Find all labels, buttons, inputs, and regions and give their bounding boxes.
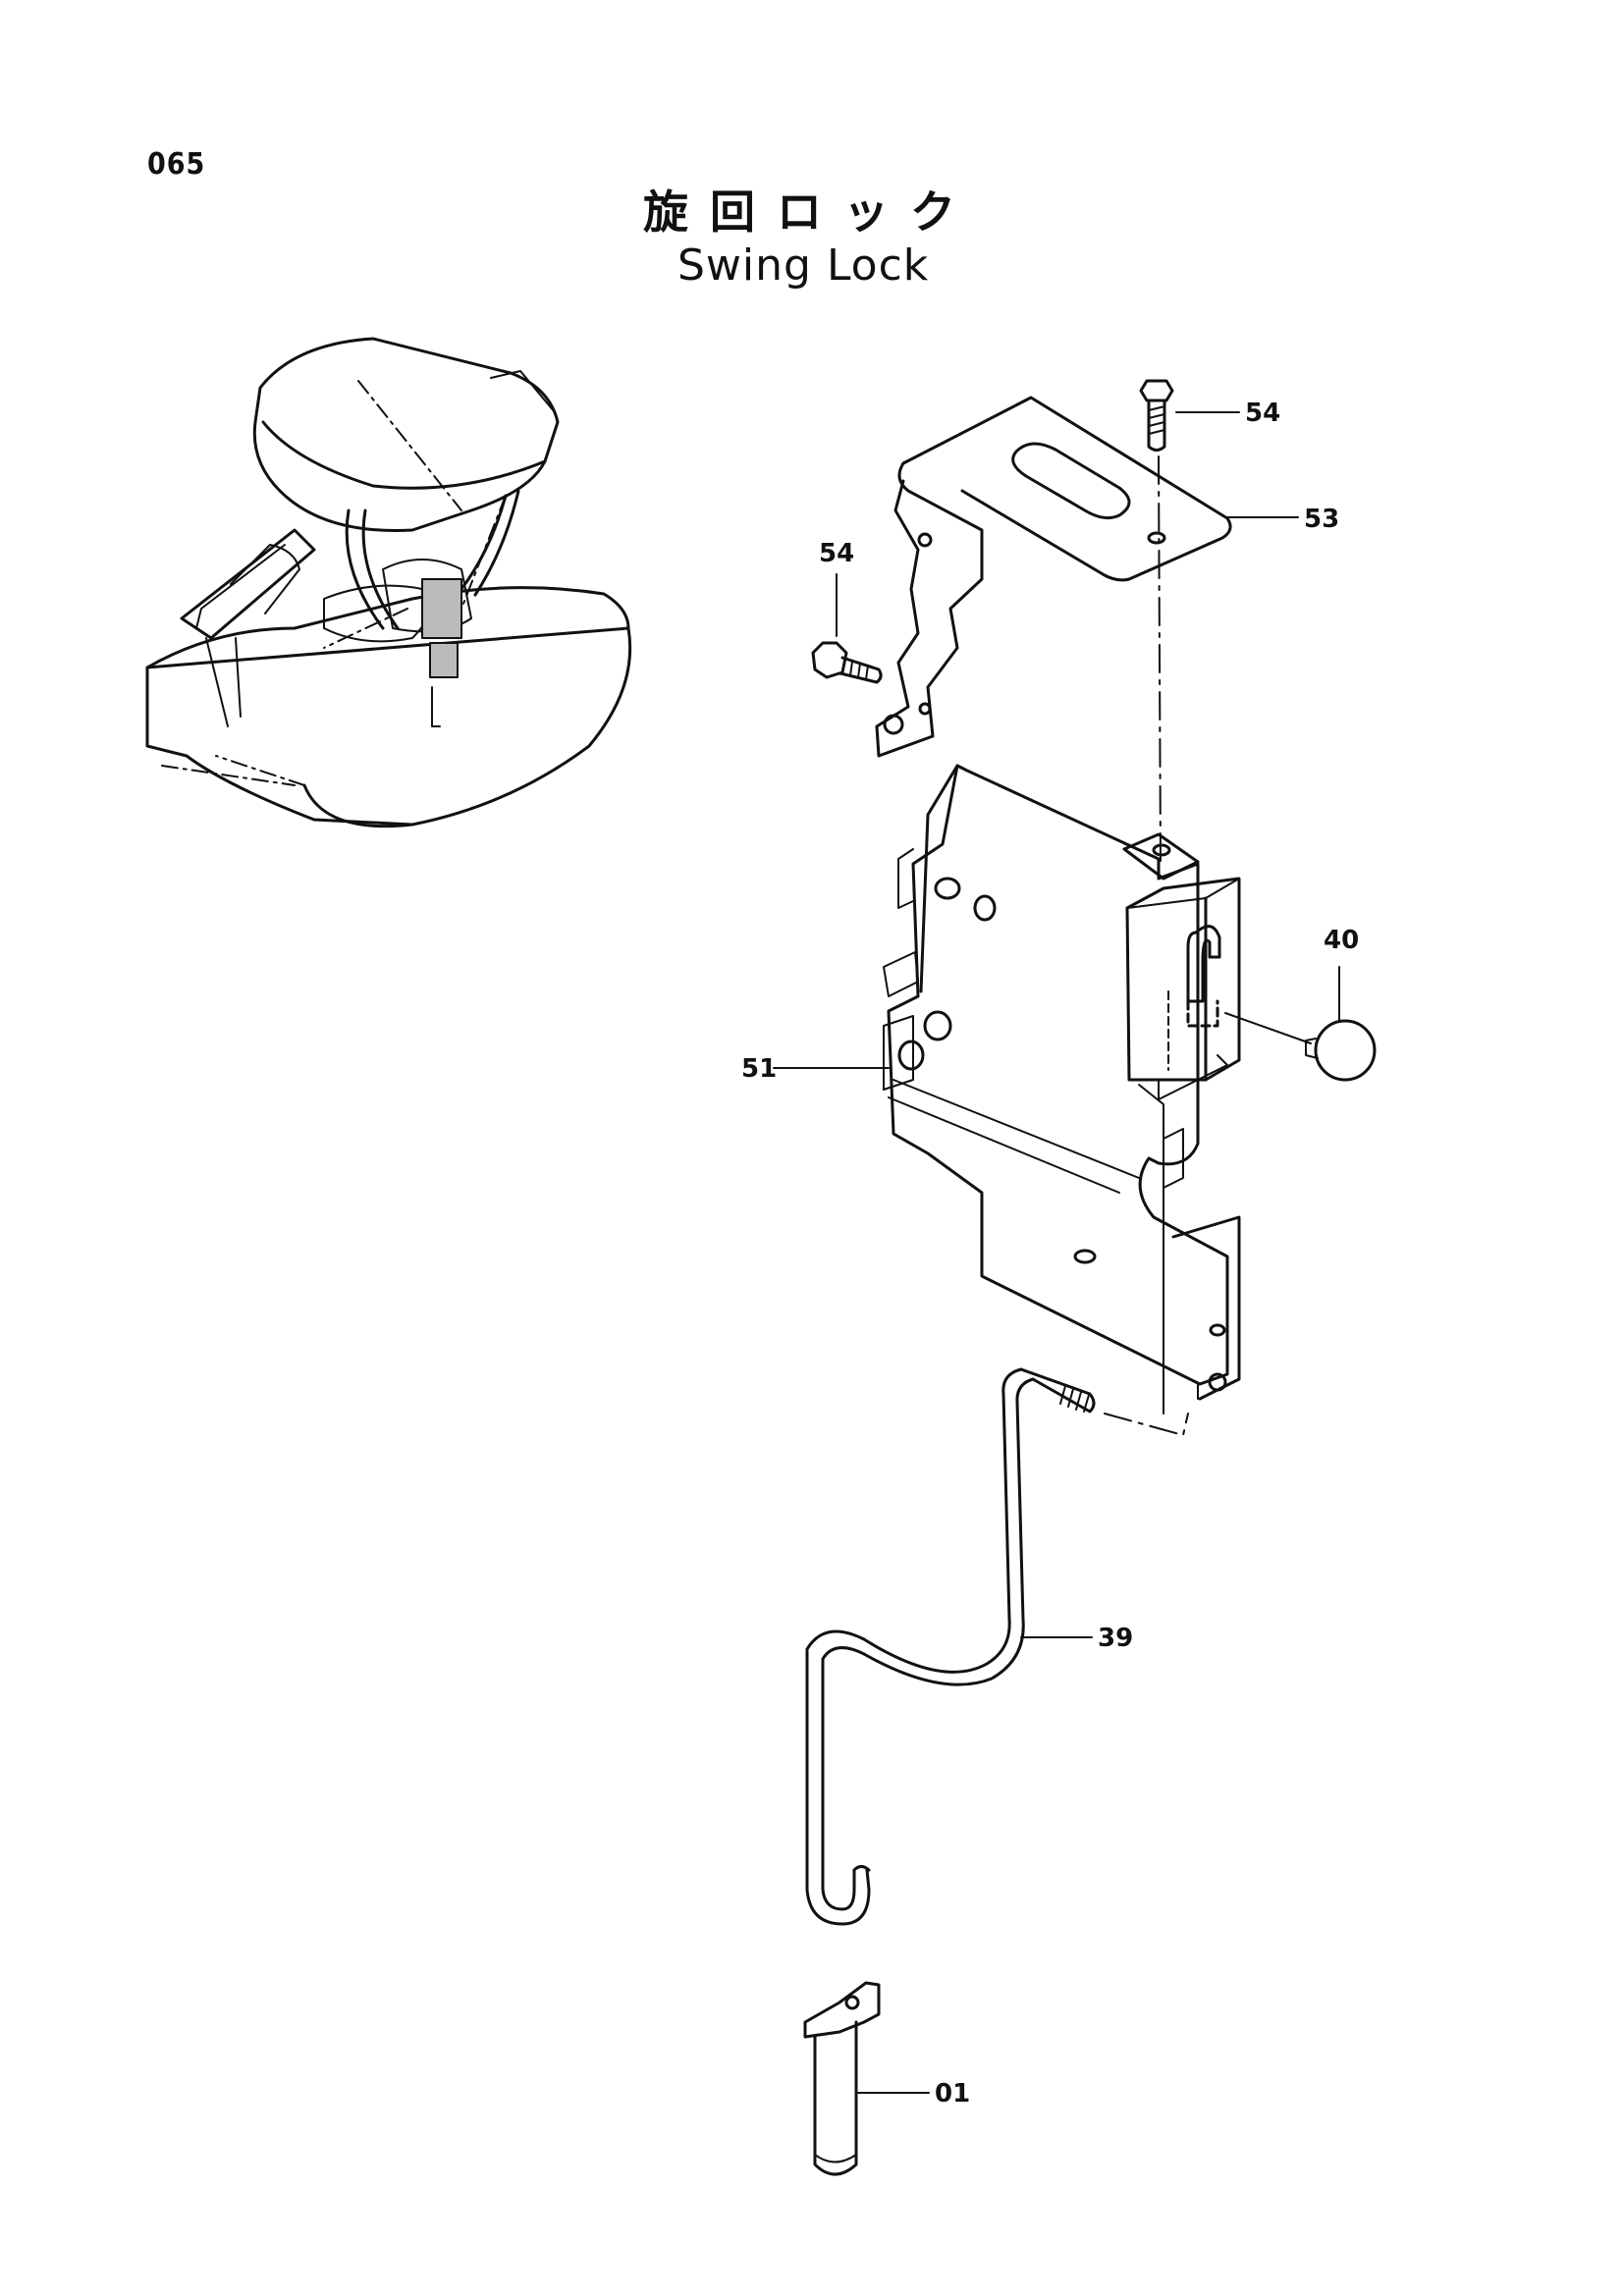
page-number: 065: [147, 147, 206, 182]
part-39-lock-rod: [805, 1367, 1096, 1926]
part-54-bolt-top: [1139, 379, 1174, 452]
part-54-bolt-left: [811, 641, 883, 684]
main-bracket-plate: [883, 764, 1241, 1415]
callout-51: 51: [741, 1054, 777, 1084]
part-53-upper-bracket: [875, 396, 1232, 758]
machine-overview-illustration: [145, 337, 632, 828]
callout-01: 01: [935, 2079, 970, 2109]
assembly-center-lines: [1104, 455, 1189, 1436]
callout-54-top: 54: [1245, 399, 1280, 428]
callout-54-left: 54: [819, 539, 854, 568]
callout-53: 53: [1304, 505, 1339, 534]
callout-40: 40: [1324, 926, 1359, 955]
part-01-lock-pin: [803, 1981, 881, 2176]
leader-lines: [773, 411, 1340, 2094]
lock-guide-housing: [1125, 877, 1241, 1100]
title-english: Swing Lock: [677, 240, 930, 291]
part-40-knob: [1305, 1019, 1377, 1082]
callout-39: 39: [1098, 1624, 1133, 1653]
title-japanese: 旋回ロック: [643, 186, 977, 239]
